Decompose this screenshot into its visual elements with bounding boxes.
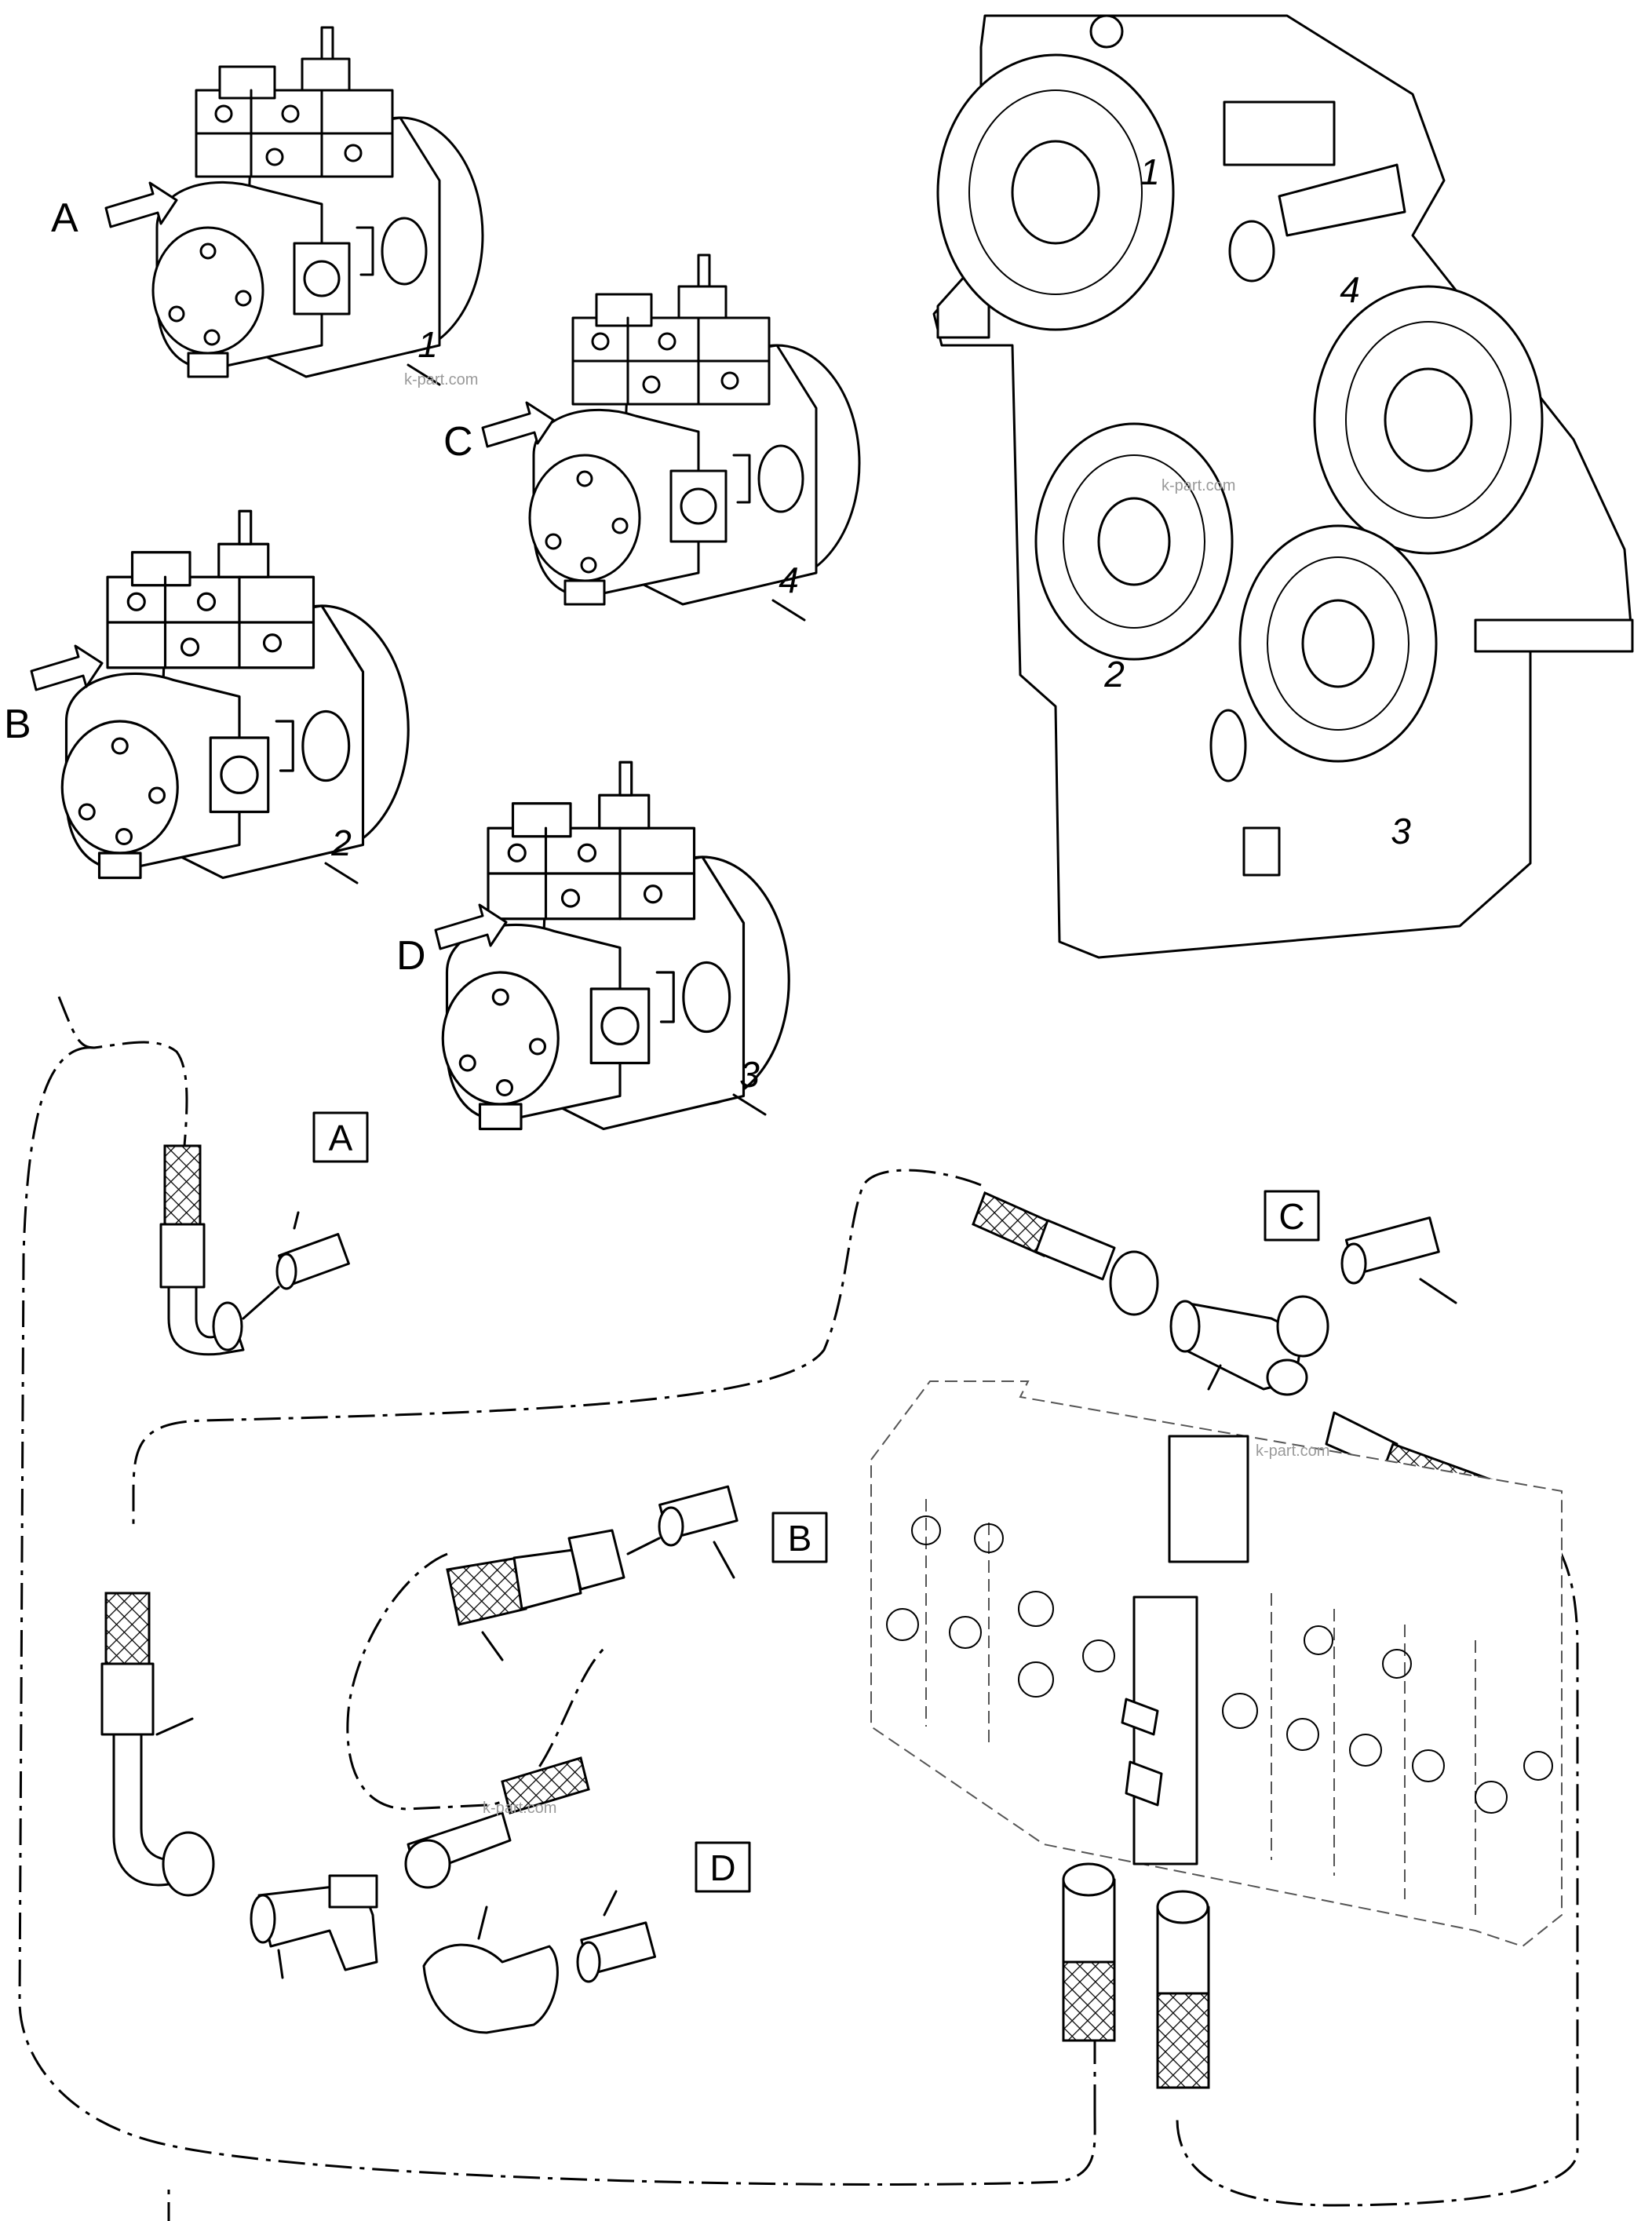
- svg-text:4: 4: [779, 560, 799, 600]
- watermark-3: k-part.com: [483, 1800, 556, 1817]
- pump-2: [60, 509, 410, 880]
- valve-hoses: [1062, 1698, 1210, 2089]
- svg-text:3: 3: [739, 1054, 760, 1095]
- arrow-c: C: [443, 401, 555, 465]
- watermark-1: k-part.com: [404, 371, 478, 388]
- gearbox-label-2: 2: [1103, 654, 1125, 695]
- pump-label-4: 4: [771, 560, 806, 622]
- fitting-b: [658, 1485, 738, 1547]
- arrow-b: B: [4, 644, 104, 747]
- svg-text:A: A: [329, 1118, 353, 1158]
- svg-text:A: A: [51, 195, 78, 241]
- detail-b: B: [446, 1485, 828, 1661]
- fitting-d: [576, 1921, 657, 1983]
- pump-label-1: 1: [407, 324, 441, 386]
- pump-label-2: 2: [324, 822, 359, 884]
- gearbox-label-4: 4: [1340, 269, 1360, 310]
- control-valve-block: k-part.com: [870, 1380, 1563, 1948]
- arrow-d: D: [396, 903, 508, 979]
- svg-text:B: B: [4, 702, 31, 747]
- pump-drive-gearbox: 1 4 2 3: [932, 14, 1634, 959]
- detail-box-d: [695, 1841, 751, 1893]
- svg-text:2: 2: [330, 822, 352, 863]
- arrow-a: A: [51, 181, 178, 241]
- gearbox-port-4: [1313, 285, 1544, 555]
- hose-routing-lines: [18, 996, 1579, 2221]
- detail-a: A: [159, 1111, 369, 1356]
- pump-4: [528, 253, 861, 606]
- detail-box-a: [312, 1111, 369, 1163]
- svg-text:C: C: [443, 419, 473, 465]
- watermark-2: k-part.com: [1162, 477, 1235, 494]
- watermark-valve: k-part.com: [1256, 1442, 1329, 1460]
- svg-text:D: D: [396, 933, 426, 979]
- svg-text:C: C: [1278, 1196, 1304, 1237]
- gearbox-label-3: 3: [1391, 811, 1411, 852]
- gearbox-port-1: [936, 53, 1175, 331]
- svg-text:B: B: [788, 1518, 812, 1559]
- gearbox-label-1: 1: [1140, 151, 1160, 192]
- svg-text:D: D: [709, 1847, 735, 1888]
- fitting-c: [1340, 1216, 1440, 1285]
- detail-d: D: [100, 1592, 751, 2034]
- detail-box-b: [771, 1512, 828, 1563]
- detail-box-c: [1264, 1190, 1320, 1242]
- pump-3: [441, 760, 790, 1131]
- gearbox-port-2: [1034, 422, 1234, 661]
- svg-text:1: 1: [418, 324, 438, 365]
- pump-label-3: 3: [732, 1054, 767, 1116]
- fitting-a: [275, 1233, 350, 1290]
- gearbox-port-3: [1238, 524, 1438, 763]
